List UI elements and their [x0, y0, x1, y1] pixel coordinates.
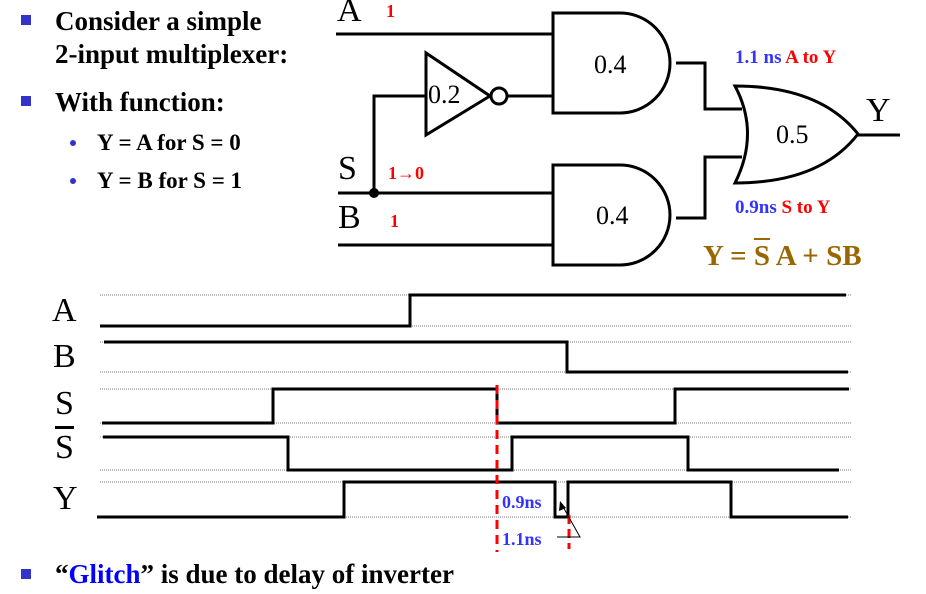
- signal-label-sbar: S: [55, 429, 74, 466]
- waveform-s: [102, 387, 849, 425]
- bullet-function: With function:: [55, 87, 225, 117]
- sub-bullet-marker: [70, 140, 76, 146]
- bullet-marker: [21, 15, 31, 25]
- signal-label-a: A: [52, 292, 77, 329]
- bullet-mux-line1: Consider a simple: [55, 6, 262, 36]
- path-s-annotation: 0.9ns S to Y: [735, 198, 830, 217]
- wire-and-top-out: [676, 61, 742, 111]
- path-a-path: A to Y: [785, 47, 837, 68]
- or-delay: 0.5: [776, 120, 809, 149]
- annotation-short-delay: 0.9ns: [502, 492, 542, 512]
- path-a-annotation: 1.1 ns A to Y: [735, 48, 836, 67]
- value-s: 1→0: [388, 163, 424, 183]
- label-b: B: [338, 199, 361, 236]
- value-b: 1: [390, 211, 399, 231]
- sub-bullet-s1: Y = B for S = 1: [97, 168, 243, 193]
- signal-label-y: Y: [53, 480, 78, 517]
- path-s-time: 0.9ns: [735, 197, 777, 218]
- equation-sbar: S: [753, 240, 771, 272]
- glitch-pointer-arrowhead: [559, 501, 566, 511]
- or-gate: [732, 84, 860, 185]
- inverter-delay: 0.2: [428, 80, 461, 109]
- and-gate-top: [551, 11, 672, 115]
- mux-equation: Y = S A + SB: [703, 242, 862, 271]
- waveform-b: [104, 340, 848, 374]
- waveform-sbar: [103, 435, 839, 472]
- signal-label-s: S: [55, 385, 74, 422]
- label-y: Y: [866, 92, 891, 129]
- glitch-word: Glitch: [68, 559, 141, 589]
- bullet-marker: [21, 569, 31, 579]
- inverter-gate: [424, 50, 493, 138]
- value-a: 1: [386, 1, 395, 21]
- label-s: S: [338, 150, 357, 187]
- and-top-delay: 0.4: [594, 50, 627, 79]
- and-gate-bottom: [551, 163, 672, 267]
- signal-label-b: B: [53, 338, 76, 375]
- waveform-y: [97, 480, 848, 519]
- label-a: A: [337, 0, 362, 29]
- equation-rhs: A + SB: [770, 240, 862, 272]
- and-bottom-delay: 0.4: [596, 201, 629, 230]
- wire-and-bottom-out: [676, 155, 742, 220]
- quote-close: ”: [140, 559, 155, 589]
- footer-statement: “Glitch” is due to delay of inverter: [55, 561, 454, 588]
- equation-lhs: Y =: [703, 240, 754, 272]
- sub-bullet-s0: Y = A for S = 0: [97, 130, 241, 155]
- glitch-pointer-line: [557, 504, 581, 538]
- quote-open: “: [55, 559, 69, 589]
- waveform-a: [100, 293, 846, 328]
- bullet-mux-line2: 2-input multiplexer:: [55, 39, 289, 69]
- sub-bullet-marker: [70, 178, 76, 184]
- path-a-time: 1.1 ns: [735, 47, 782, 68]
- wire-s-branch: [372, 94, 426, 193]
- annotation-long-delay: 1.1ns: [502, 529, 542, 549]
- junction-dot: [369, 188, 379, 198]
- path-s-path: S to Y: [781, 197, 831, 218]
- bullet-marker: [21, 96, 31, 106]
- footer-rest: is due to delay of inverter: [154, 559, 454, 589]
